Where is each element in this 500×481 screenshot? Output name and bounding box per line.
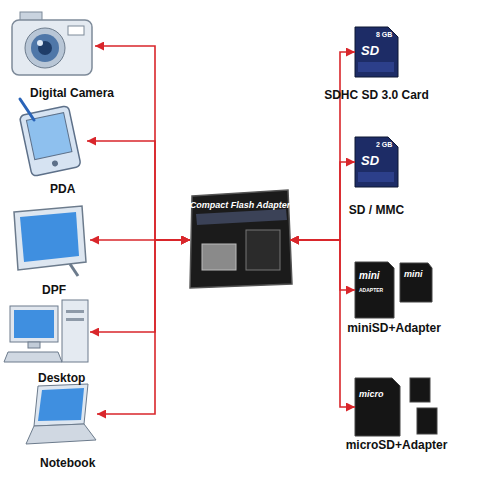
sdhc-card [355,27,398,77]
card-print: SD [361,154,379,167]
cf-adapter-body [190,190,292,288]
adapter-logo-plate [202,244,236,270]
monitor-screen [14,310,54,338]
camera-icon [12,20,92,75]
card-print: ADAPTER [359,288,383,293]
frame-icon [14,206,86,270]
node-label: PDA [50,182,75,196]
connector-arrow [290,52,355,240]
node-label: Notebook [40,456,95,470]
notebook-base [26,424,96,444]
connector-arrow [97,240,190,414]
connector-arrow [290,240,355,407]
pda-icon [19,105,81,176]
node-label: Desktop [38,371,85,385]
camera-lens [31,34,59,62]
tower-drive [66,318,84,321]
card-stripe [358,172,394,182]
microsd-adapter [355,378,400,436]
adapter-print: Compact Flash Adapter [190,198,291,212]
monitor-stand [28,342,40,348]
camera-lens [25,28,65,68]
microsd-card [417,408,437,434]
pda-stylus [20,99,34,120]
device-node: Desktop [4,300,90,364]
connector-arrow [290,162,355,240]
node-label: microSD+Adapter [346,438,448,452]
tower-icon [62,300,88,362]
node-label: miniSD+Adapter [347,321,441,335]
card-node: microSD+Adapter [355,378,438,436]
notebook-icon [34,384,88,426]
camera-flash [68,26,84,35]
card-print: 2 GB [376,141,392,148]
frame-stand [70,264,78,276]
card-print: mini [359,271,380,281]
connector-arrow [290,240,355,290]
adapter-slot [246,230,280,270]
device-node: Notebook [25,383,97,445]
sd-card [355,137,398,187]
tower-drive [66,310,84,313]
card-print: mini [404,270,423,279]
card-print: SD [361,44,379,57]
connector-arrow [87,141,190,240]
node-label: SD / MMC [349,203,404,217]
node-label: SDHC SD 3.0 Card [324,88,429,102]
card-stripe [358,62,394,72]
minisd-card [400,263,432,302]
node-label: Digital Camera [30,86,114,100]
notebook-screen [38,388,84,421]
microsd-card [410,378,430,402]
card-print: micro [359,390,384,399]
card-print: 8 GB [376,31,392,38]
device-node: PDA [15,105,87,177]
pda-button [51,160,58,167]
device-node: DPF [10,204,90,276]
connector-arrow [90,240,190,332]
keyboard-icon [4,352,62,362]
device-node: Digital Camera [10,15,95,77]
frame-screen [20,212,79,262]
camera-lens [38,41,52,55]
lens-glint [37,40,43,46]
minisd-adapter [355,262,394,318]
adapter-band [196,209,287,225]
connector-arrow [95,46,190,240]
adapter-node: Compact Flash Adapter [190,192,290,288]
monitor-icon [10,306,58,342]
node-label: DPF [42,283,66,297]
